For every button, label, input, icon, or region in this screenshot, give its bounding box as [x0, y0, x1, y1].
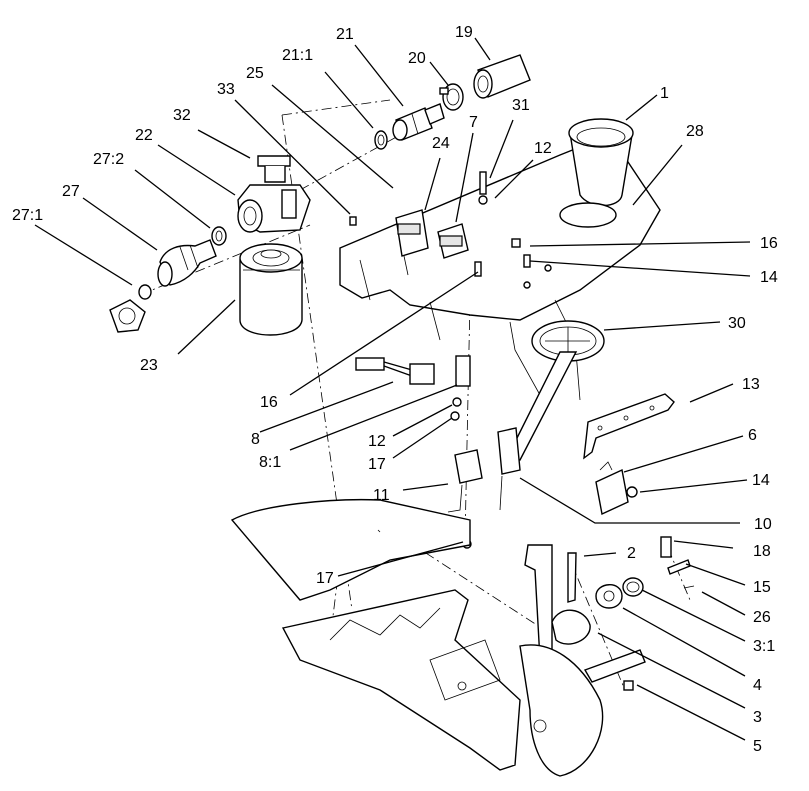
callout-5: 5 — [753, 738, 762, 755]
callout-2: 2 — [627, 545, 636, 562]
callout-21-1: 21:1 — [282, 47, 313, 64]
o-ring-2-part — [211, 226, 227, 246]
callout-17-mid: 17 — [368, 456, 386, 473]
leader-lines — [34, 37, 751, 741]
callout-24: 24 — [432, 135, 450, 152]
o-ring-part — [374, 130, 388, 150]
callout-22: 22 — [135, 127, 153, 144]
wire-harness-part — [355, 355, 471, 387]
callout-12-mid: 12 — [368, 433, 386, 450]
callout-27-1: 27:1 — [12, 207, 43, 224]
callout-16-right: 16 — [760, 235, 778, 252]
callout-14-top: 14 — [760, 269, 778, 286]
bolts-part — [660, 536, 695, 589]
callout-33: 33 — [217, 81, 235, 98]
frame-part — [230, 498, 604, 777]
callout-26: 26 — [753, 609, 771, 626]
callout-27: 27 — [62, 183, 80, 200]
callout-18: 18 — [753, 543, 771, 560]
switch-24-part — [395, 209, 429, 276]
switch-7-part — [437, 223, 469, 259]
callout-6: 6 — [748, 427, 757, 444]
relay-part — [595, 461, 638, 516]
hose-part — [473, 54, 531, 99]
callout-25: 25 — [246, 65, 264, 82]
callout-27-2: 27:2 — [93, 151, 124, 168]
callout-17-bottom: 17 — [316, 570, 334, 587]
steering-wheel-part — [531, 320, 605, 362]
callout-20: 20 — [408, 50, 426, 67]
callout-16-left: 16 — [260, 394, 278, 411]
hose-fitting-part — [392, 103, 445, 141]
callout-1: 1 — [660, 85, 669, 102]
callout-12-top: 12 — [534, 140, 552, 157]
callout-23: 23 — [140, 357, 158, 374]
elbow-fitting-part — [157, 239, 217, 287]
callout-13: 13 — [742, 376, 760, 393]
callout-8-1: 8:1 — [259, 454, 281, 471]
cup-holder-part — [559, 118, 634, 228]
callout-3: 3 — [753, 709, 762, 726]
hose-clamp-part — [439, 83, 464, 111]
callout-21: 21 — [336, 26, 354, 43]
callout-14-bottom: 14 — [752, 472, 770, 489]
callout-19: 19 — [455, 24, 473, 41]
callout-30: 30 — [728, 315, 746, 332]
callout-28: 28 — [686, 123, 704, 140]
bracket-13-part — [583, 393, 675, 460]
o-ring-1-part — [138, 284, 152, 300]
panel-screws — [349, 171, 552, 289]
cap-part — [109, 299, 146, 333]
callout-7: 7 — [469, 114, 478, 131]
callout-10: 10 — [754, 516, 772, 533]
callout-15: 15 — [753, 579, 771, 596]
filter-head-part — [237, 155, 311, 233]
switch-11-part — [447, 449, 483, 513]
callout-4: 4 — [753, 677, 762, 694]
steering-column-part — [497, 351, 578, 511]
oil-filter-part — [239, 243, 303, 336]
nut-17-part — [450, 411, 460, 421]
callout-32: 32 — [173, 107, 191, 124]
washer-12-part — [452, 397, 462, 407]
lower-bracket-part — [524, 544, 646, 691]
callout-8: 8 — [251, 431, 260, 448]
callout-3-1: 3:1 — [753, 638, 775, 655]
callout-labels: 1 28 19 20 21 21:1 25 33 32 22 27:2 27 2… — [12, 24, 778, 755]
callout-11: 11 — [373, 487, 390, 504]
callout-31: 31 — [512, 97, 530, 114]
